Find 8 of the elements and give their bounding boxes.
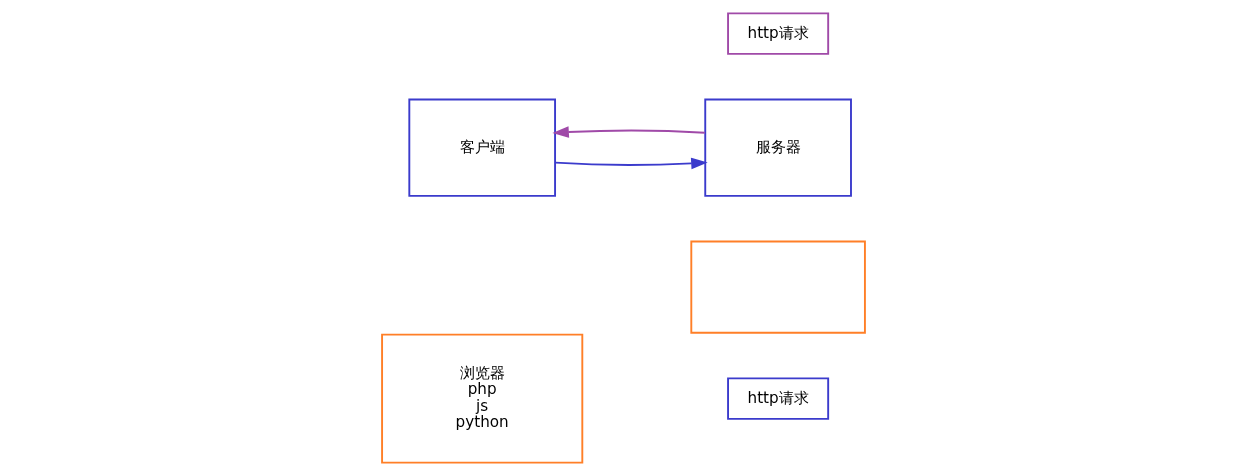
node-box bbox=[690, 240, 866, 334]
arrow bbox=[552, 126, 706, 138]
arrow bbox=[554, 157, 708, 170]
node-box: 客户端 bbox=[408, 98, 556, 197]
node-box: http请求 bbox=[727, 12, 830, 55]
node-box: 服务器 bbox=[704, 98, 852, 197]
node-box: http请求 bbox=[727, 377, 830, 420]
node-box: 浏览器 php js python bbox=[381, 333, 584, 464]
